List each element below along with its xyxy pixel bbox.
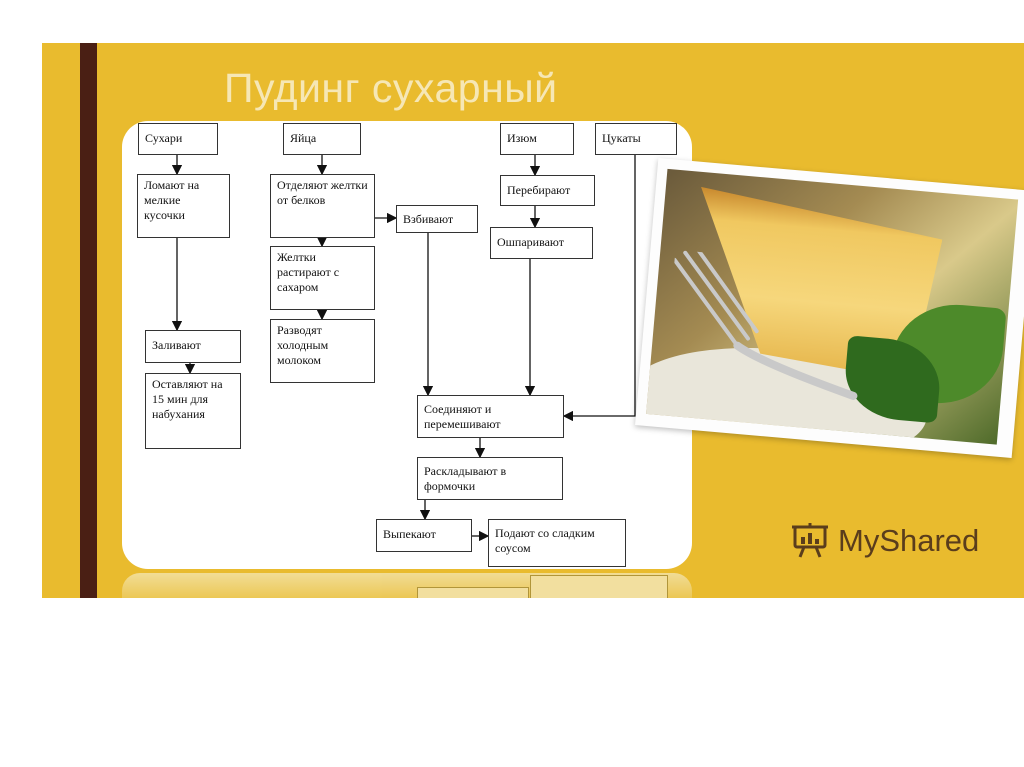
pudding-photo <box>646 168 1019 445</box>
node-perebirayut: Перебирают <box>500 175 595 206</box>
fork-icon <box>672 249 858 400</box>
pudding-photo-frame <box>635 158 1024 458</box>
presentation-board-icon <box>792 523 828 558</box>
panel-reflection <box>122 573 692 598</box>
logo-text: MyShared <box>838 523 980 558</box>
reflection-ghost-box <box>417 587 529 598</box>
node-otdelyayut: Отделяют желтки от белков <box>270 174 375 238</box>
node-zheltki: Желтки растирают с сахаром <box>270 246 375 310</box>
myshared-logo: MyShared <box>790 518 979 564</box>
node-raskladyvayut: Раскладывают в формочки <box>417 457 563 500</box>
node-razvodyat: Разводят холодным молоком <box>270 319 375 383</box>
slide-side-bar <box>80 43 97 598</box>
node-soedinyayut: Соединяют и перемешивают <box>417 395 564 438</box>
arrow-tsukaty-soedinyayut <box>562 155 636 422</box>
node-yaytsa: Яйца <box>283 123 361 155</box>
node-ostavlyayut: Оставляют на 15 мин для набухания <box>145 373 241 449</box>
node-vypekayut: Выпекают <box>376 519 472 552</box>
node-lomayut: Ломают на мелкие кусочки <box>137 174 230 238</box>
node-suhari: Сухари <box>138 123 218 155</box>
node-tsukaty: Цукаты <box>595 123 677 155</box>
node-vzbivayut: Взбивают <box>396 205 478 233</box>
reflection-ghost-box <box>530 575 668 598</box>
node-podayut: Подают со сладким соусом <box>488 519 626 567</box>
node-zalivayut: Заливают <box>145 330 241 363</box>
node-oshparivayut: Ошпаривают <box>490 227 593 259</box>
slide-title: Пудинг сухарный <box>224 65 558 111</box>
node-izyum: Изюм <box>500 123 574 155</box>
